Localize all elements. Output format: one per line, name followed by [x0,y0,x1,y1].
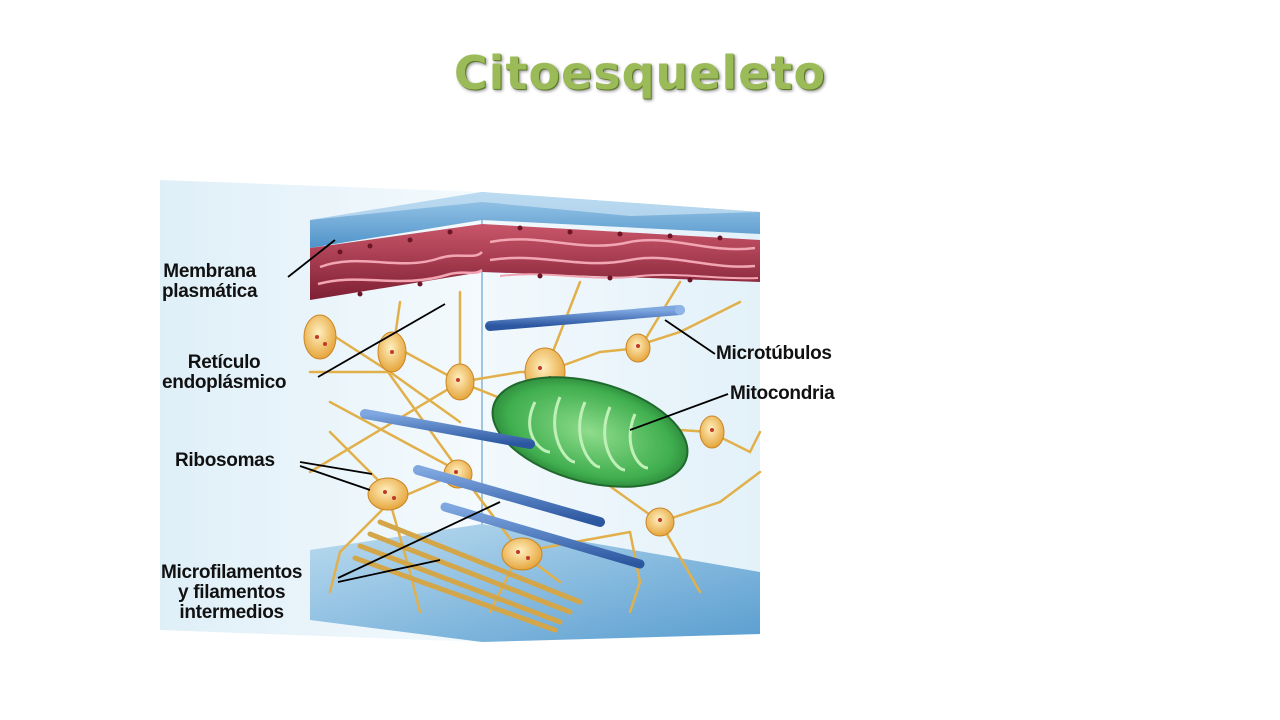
leader-lines [287,239,729,583]
microfilaments-label-line2: y filamentos [177,582,286,603]
slide-title: Citoesqueleto [453,46,827,100]
microtubules [360,305,685,569]
microfilaments-label: Microfilamentos y filamentos intermedios [161,562,303,623]
microfilaments-label-line1: Microfilamentos [161,562,303,583]
mitochondria-label: Mitocondria [730,383,835,404]
er-label-line1: Retículo [187,352,261,373]
top-plate [310,192,760,248]
membrane-label: Membrana plasmática [162,261,258,302]
cytoskeleton-diagram [160,180,762,642]
membrane-label-line2: plasmática [162,281,258,302]
membrane-label-line1: Membrana [163,261,256,282]
er-label: Retículo endoplásmico [162,353,286,393]
mitochondria [491,376,689,488]
ribosomes-label: Ribosomas [175,450,275,471]
microfilaments-label-line3: intermedios [179,602,284,623]
er-label-line2: endoplásmico [162,372,287,393]
plasma-membrane [310,224,760,300]
microtubules-label: Microtúbulos [716,343,832,364]
